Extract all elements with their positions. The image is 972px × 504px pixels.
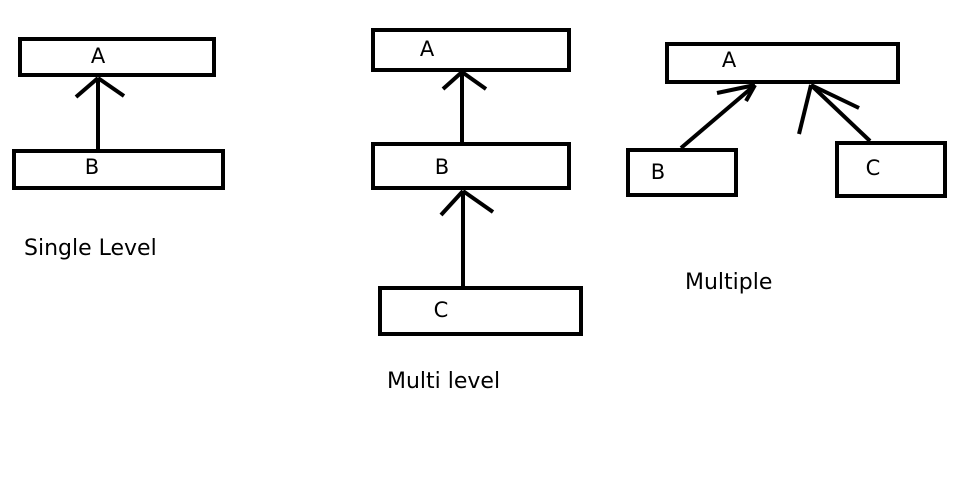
- multi-ab-arrow-head-left: [441, 70, 464, 91]
- single-box-b-label: B: [85, 155, 99, 179]
- multiple-c-to-a-arrow: [797, 83, 872, 143]
- multiple-caption: Multiple: [685, 270, 772, 295]
- single-box-a: [18, 37, 216, 77]
- multiple-inheritance-diagram: A B C Multiple: [626, 42, 947, 295]
- multiple-ba-arrow-shaft: [679, 83, 757, 150]
- single-arrow-head-left: [74, 76, 100, 99]
- single-b-to-a-arrow: [74, 76, 126, 151]
- multi-bc-arrow-head-left: [439, 189, 465, 217]
- single-box-b: [12, 149, 225, 190]
- multi-level-diagram: A B C Multi level: [371, 28, 583, 394]
- multiple-box-a: [665, 42, 900, 84]
- multi-b-to-a-arrow: [441, 70, 488, 144]
- single-level-diagram: A B Single Level: [12, 37, 225, 261]
- multiple-box-a-label: A: [722, 48, 737, 72]
- multi-box-b-label: B: [435, 155, 449, 179]
- multiple-box-c: [835, 141, 947, 198]
- multiple-ca-arrow-head-right: [810, 83, 860, 110]
- multiple-box-b: [626, 148, 738, 197]
- multi-box-b: [371, 142, 571, 190]
- multiple-ba-arrow-head-left: [716, 83, 756, 95]
- multiple-box-b-label: B: [651, 160, 665, 184]
- multi-ab-arrow-head-right: [460, 70, 488, 91]
- single-level-caption: Single Level: [24, 236, 157, 261]
- single-box-a-label: A: [91, 44, 106, 68]
- multi-bc-arrow-head-right: [461, 189, 495, 214]
- multi-box-a: [371, 28, 571, 72]
- multi-c-to-b-arrow: [439, 189, 495, 288]
- multiple-ca-arrow-shaft: [809, 83, 872, 143]
- multi-box-c: [378, 286, 583, 336]
- multi-box-a-label: A: [420, 37, 435, 61]
- multiple-b-to-a-arrow: [679, 83, 757, 150]
- multiple-box-c-label: C: [866, 156, 881, 180]
- single-arrow-head-right: [96, 76, 126, 98]
- multi-box-c-label: C: [434, 298, 449, 322]
- multiple-ba-arrow-head-right: [744, 84, 757, 102]
- multiple-ca-arrow-head-left: [797, 84, 813, 135]
- multi-level-caption: Multi level: [387, 369, 500, 394]
